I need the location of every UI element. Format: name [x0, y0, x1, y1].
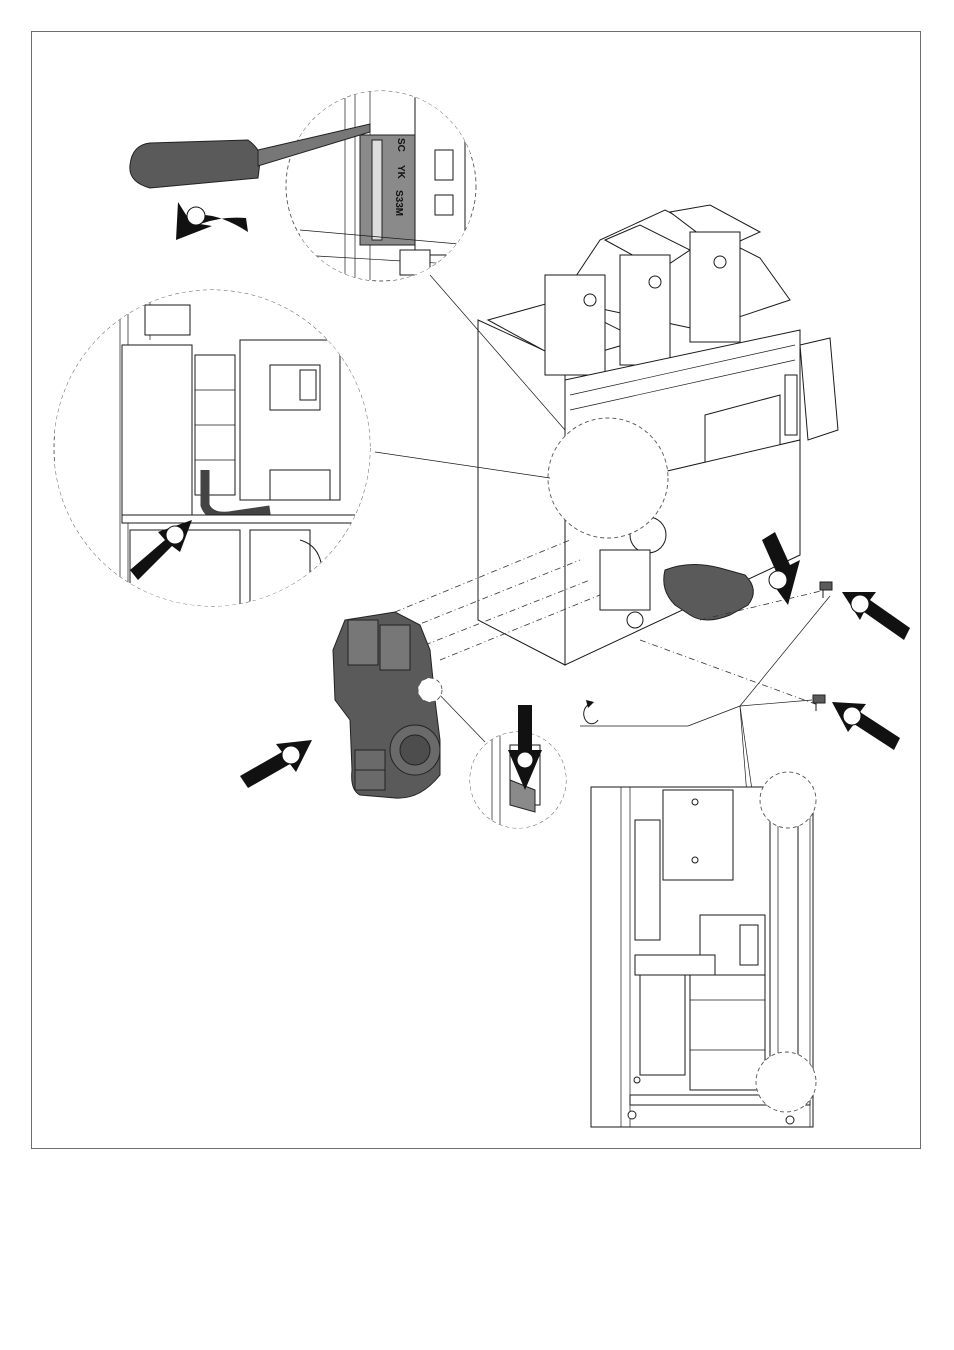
- panel-label-s33m: S33M: [393, 190, 404, 216]
- step-circle-icon: [166, 526, 184, 544]
- push-arrow-screw-lower: [832, 702, 900, 750]
- step-circle-icon: [187, 207, 205, 225]
- detail-circle-latch: [418, 678, 570, 832]
- terminal-block: [360, 135, 420, 245]
- push-arrow-screw-upper: [842, 592, 910, 640]
- screw-icon-upper: [820, 582, 832, 598]
- detail-circle-left: [54, 290, 375, 610]
- push-arrow-module: [240, 740, 312, 788]
- step-circle-icon: [843, 707, 861, 725]
- step-circle-icon: [851, 595, 869, 613]
- panel-label-yk: YK: [395, 165, 406, 180]
- front-detail-view: [591, 772, 816, 1127]
- step-circle-icon: [769, 571, 787, 589]
- circuit-breaker: [375, 205, 838, 665]
- detail-circle-top: SC YK S33M: [286, 90, 476, 281]
- assembly-figure: SC YK S33M: [0, 0, 954, 1150]
- motor-module: [333, 612, 440, 798]
- screw-icon-lower: [813, 695, 825, 711]
- rotate-clockwise-icon: [584, 700, 598, 724]
- panel-label-sc: SC: [395, 138, 406, 152]
- step-circle-icon: [282, 746, 300, 764]
- rotate-arrow-top: [176, 202, 248, 240]
- step-circle-icon: [517, 752, 533, 768]
